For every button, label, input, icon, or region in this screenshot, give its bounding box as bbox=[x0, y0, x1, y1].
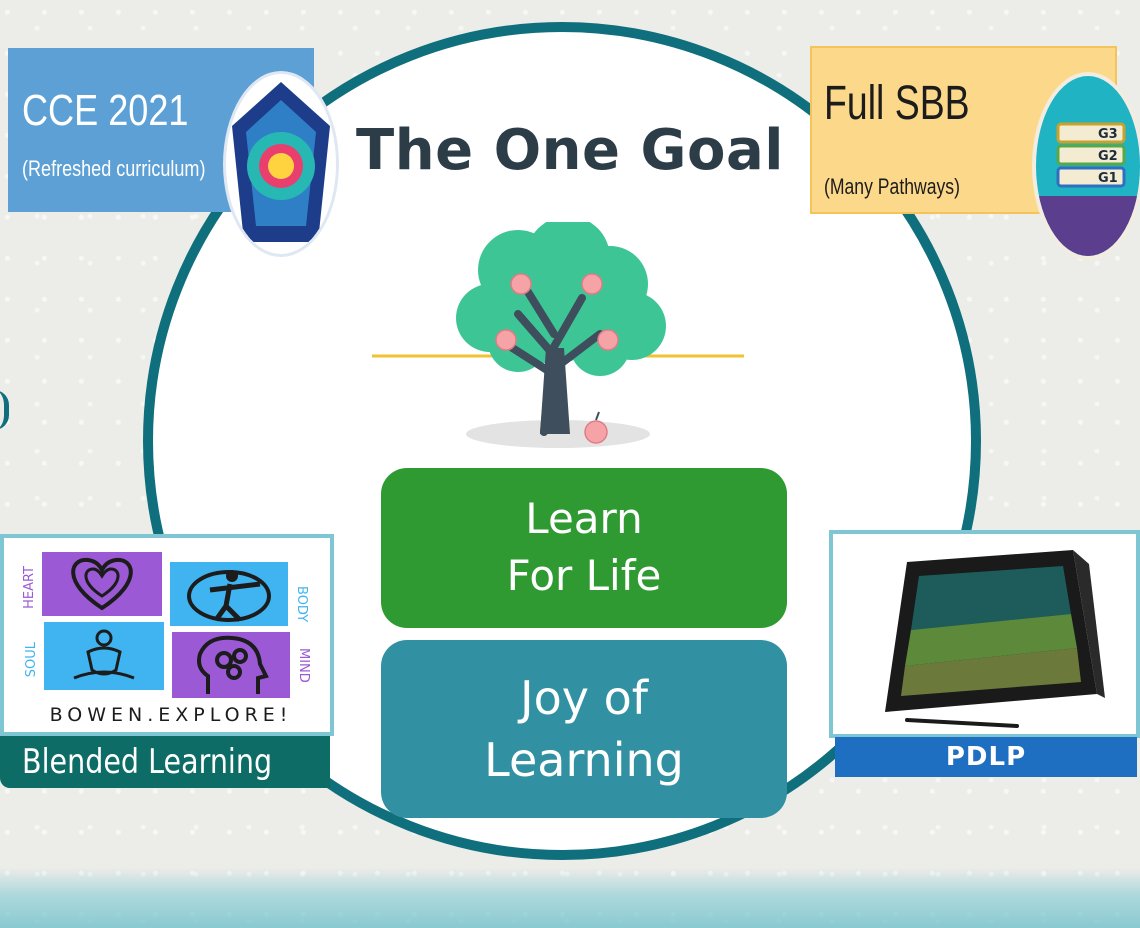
mind-label: MIND bbox=[296, 648, 311, 683]
sbb-title: Full SBB bbox=[824, 77, 970, 130]
background-wave bbox=[0, 868, 1140, 928]
pdlp-panel bbox=[829, 530, 1140, 738]
body-archer-icon bbox=[170, 562, 288, 626]
level-g2: G2 bbox=[1098, 149, 1118, 164]
sbb-subtitle: (Many Pathways) bbox=[824, 174, 960, 199]
heart-label: HEART bbox=[22, 566, 37, 609]
learn-for-life-box: Learn For Life bbox=[381, 468, 787, 628]
cce-subtitle: (Refreshed curriculum) bbox=[22, 156, 206, 181]
pdlp-label: PDLP bbox=[835, 737, 1137, 777]
cce-title: CCE 2021 bbox=[22, 86, 189, 135]
joy-line-1: Joy of bbox=[520, 670, 648, 725]
laptop-tablet-icon bbox=[885, 550, 1105, 728]
bowen-explore-text: BOWEN.EXPLORE! bbox=[49, 704, 293, 726]
joy-of-learning-box: Joy of Learning bbox=[381, 640, 787, 818]
tree-icon bbox=[372, 222, 744, 448]
level-g1: G1 bbox=[1098, 171, 1118, 186]
bowen-explore-panel: HEART BODY SOUL MIND BOWEN.EXPLORE! bbox=[0, 534, 334, 736]
soul-meditation-icon bbox=[44, 622, 164, 690]
soul-label: SOUL bbox=[24, 642, 39, 678]
mind-gears-icon bbox=[172, 632, 290, 698]
body-label: BODY bbox=[294, 586, 309, 623]
learn-line-2: For Life bbox=[506, 551, 662, 600]
learn-line-1: Learn bbox=[525, 494, 643, 544]
books-stack-icon: G3 G2 G1 bbox=[1036, 76, 1140, 256]
level-g3: G3 bbox=[1098, 127, 1118, 142]
left-edge-arc bbox=[0, 390, 9, 430]
heart-icon bbox=[42, 552, 162, 616]
joy-line-2: Learning bbox=[484, 733, 684, 787]
blended-learning-label: Blended Learning bbox=[0, 736, 330, 788]
page-title: The One Goal bbox=[356, 118, 784, 183]
curriculum-framework-icon bbox=[226, 74, 336, 254]
